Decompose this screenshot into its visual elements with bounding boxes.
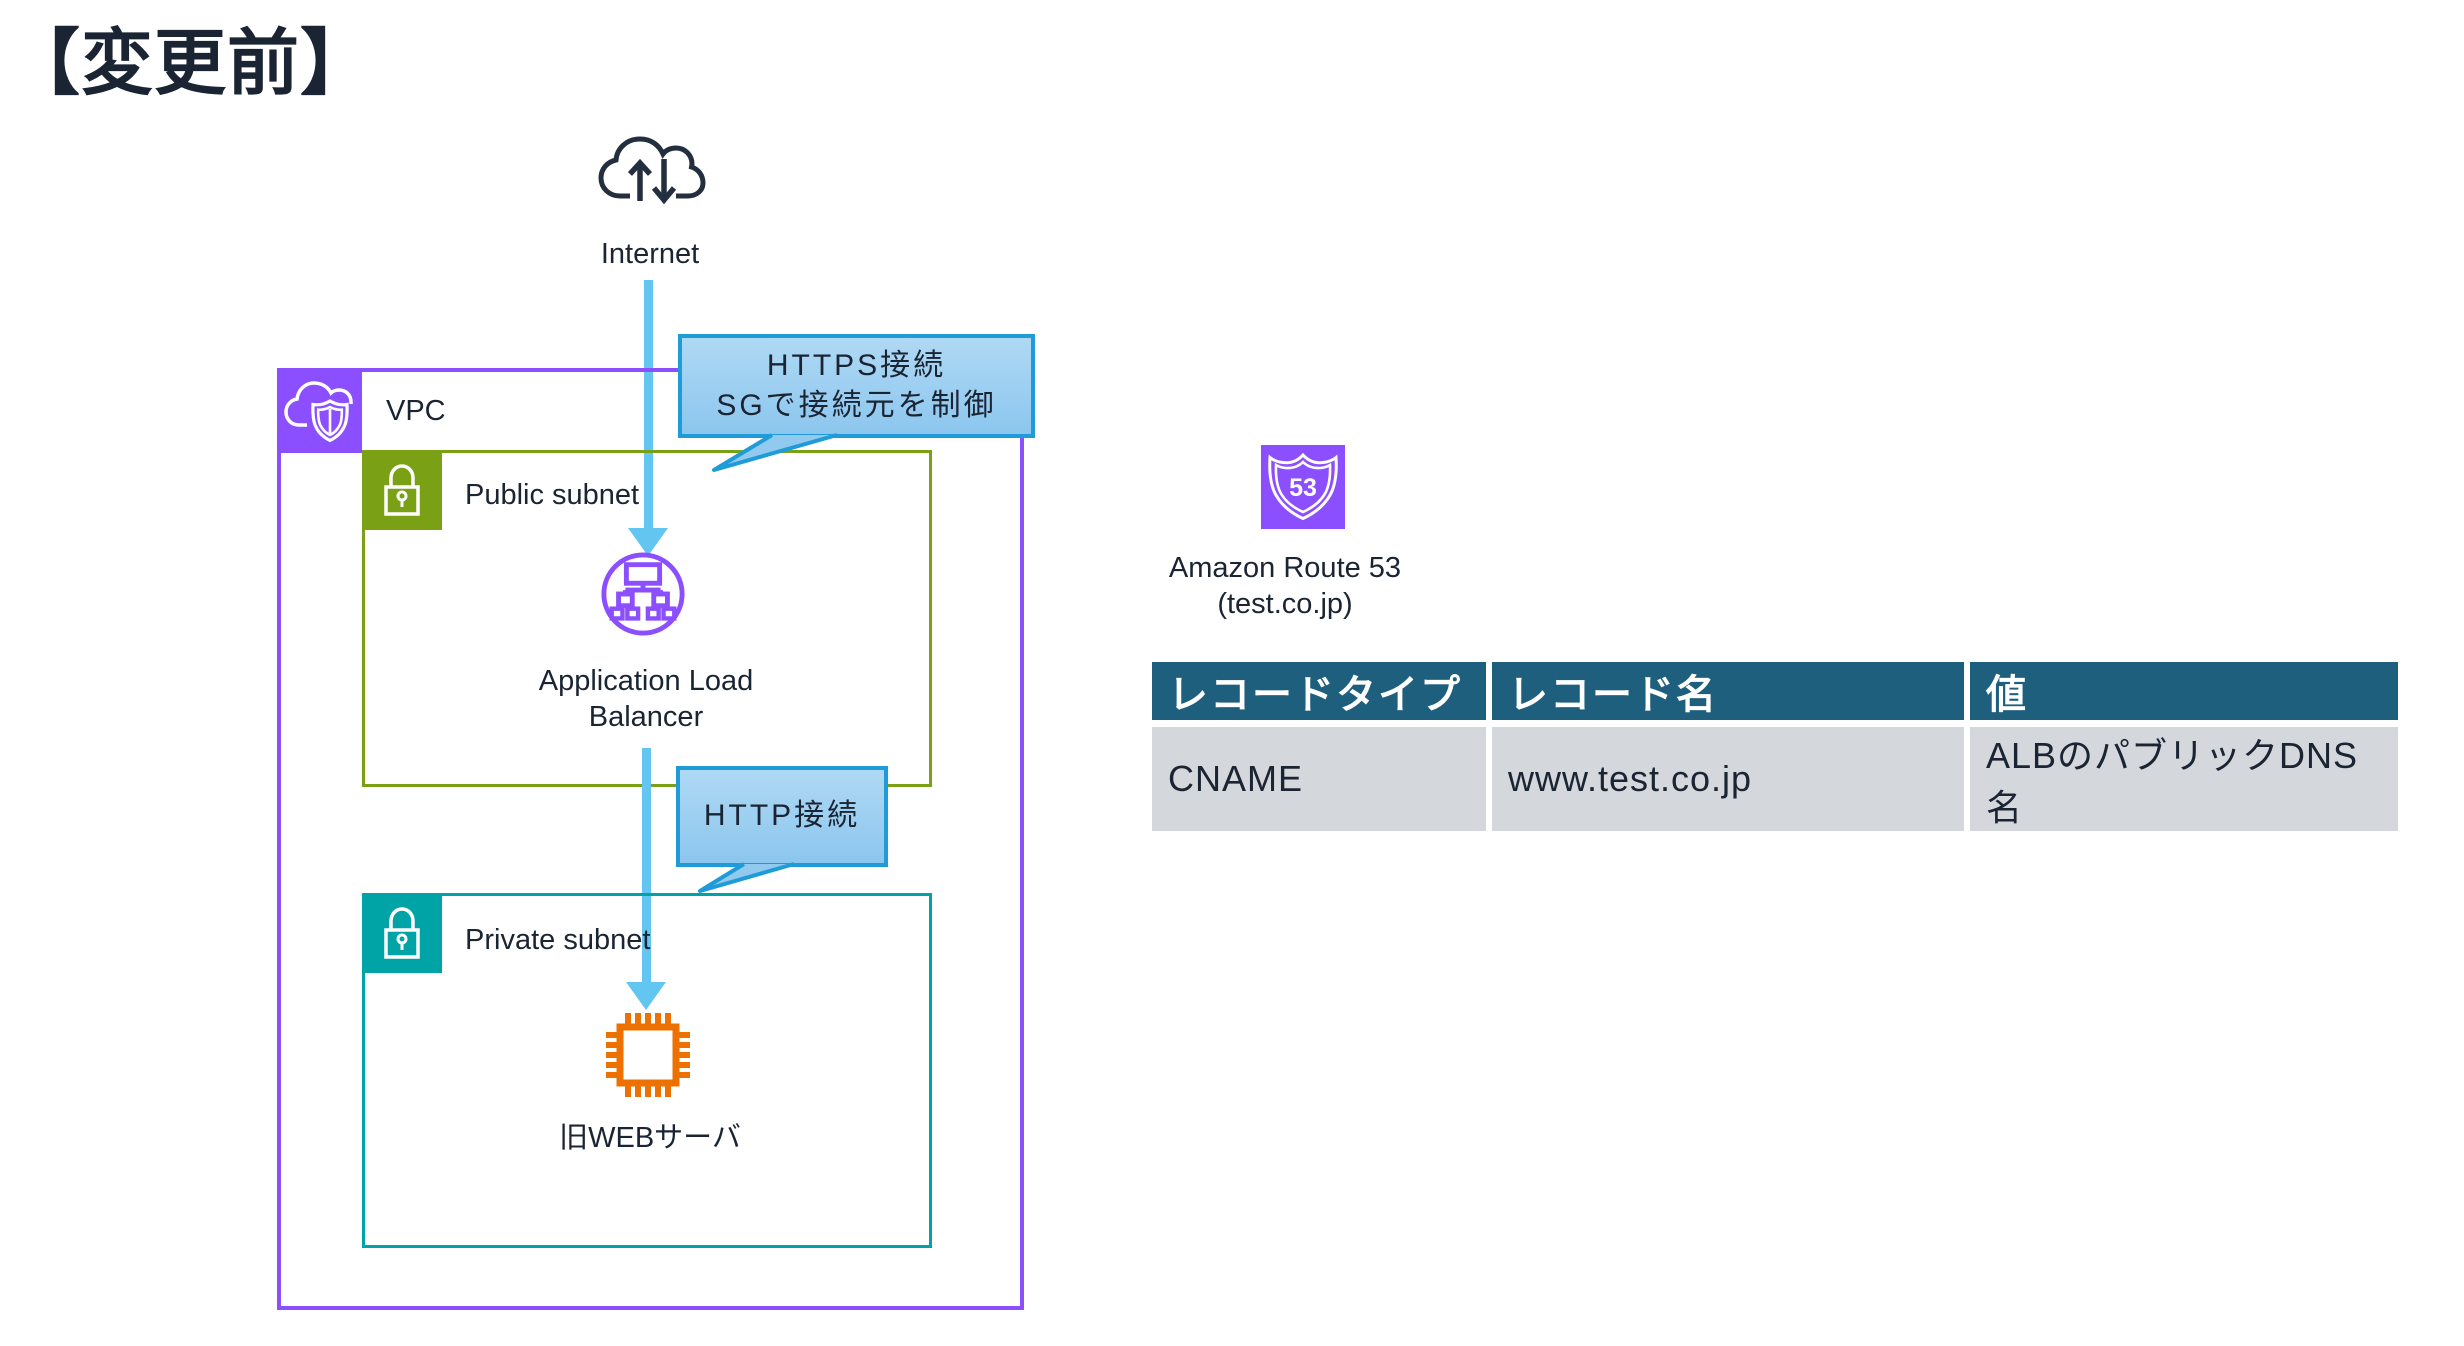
alb-label-line1: Application Load: [538, 665, 754, 697]
https-callout: HTTPS接続 SGで接続元を制御: [678, 334, 1035, 438]
https-callout-line1: HTTPS接続: [766, 348, 947, 382]
internet-label: Internet: [600, 238, 700, 270]
route53-label-line2: (test.co.jp): [1217, 588, 1353, 621]
internet-cloud-icon: [598, 136, 706, 205]
vpc-icon: [277, 368, 362, 453]
old-web-server-label: 旧WEBサーバ: [559, 1122, 741, 1154]
private-subnet-box: [362, 893, 932, 1248]
page-title: 【変更前】: [8, 24, 374, 104]
table-header-record-type: レコードタイプ: [1152, 662, 1492, 727]
table-header-record-name: レコード名: [1492, 662, 1970, 727]
application-load-balancer-icon: [601, 552, 685, 636]
https-callout-tail: [712, 433, 838, 472]
route53-icon: 53: [1261, 445, 1345, 529]
public-subnet-label: Public subnet: [465, 479, 640, 511]
table-header-value: 値: [1970, 662, 2398, 727]
public-subnet-lock-icon: [362, 450, 442, 530]
flow-arrow-alb-to-server-head: [626, 982, 666, 1010]
old-web-server-chip-icon: [606, 1013, 690, 1097]
https-callout-line2: SGで接続元を制御: [716, 389, 997, 422]
vpc-label: VPC: [386, 395, 446, 427]
route53-record-table: レコードタイプ レコード名 値 CNAME www.test.co.jp ALB…: [1152, 662, 2398, 831]
http-callout-tail: [698, 862, 795, 893]
private-subnet-lock-icon: [362, 893, 442, 973]
alb-label-line2: Balancer: [588, 701, 704, 734]
flow-arrow-internet-to-alb-head: [628, 528, 668, 556]
flow-arrow-internet-to-alb: [644, 280, 653, 528]
route53-label: Amazon Route 53 (test.co.jp): [1155, 550, 1415, 623]
private-subnet-label: Private subnet: [465, 924, 651, 956]
table-header-row: レコードタイプ レコード名 値: [1152, 662, 2398, 727]
flow-arrow-alb-to-server: [642, 748, 651, 982]
alb-label: Application Load Balancer: [510, 663, 782, 736]
vpc-box: [277, 368, 1024, 1310]
cell-value: ALBのパブリックDNS名: [1970, 727, 2398, 831]
http-callout-line1: HTTP接続: [703, 799, 861, 833]
http-callout: HTTP接続: [676, 766, 888, 867]
route53-label-line1: Amazon Route 53: [1168, 552, 1402, 584]
route53-badge-number: 53: [1289, 474, 1317, 502]
cell-record-type: CNAME: [1152, 727, 1492, 831]
table-row: CNAME www.test.co.jp ALBのパブリックDNS名: [1152, 727, 2398, 831]
cell-record-name: www.test.co.jp: [1492, 727, 1970, 831]
